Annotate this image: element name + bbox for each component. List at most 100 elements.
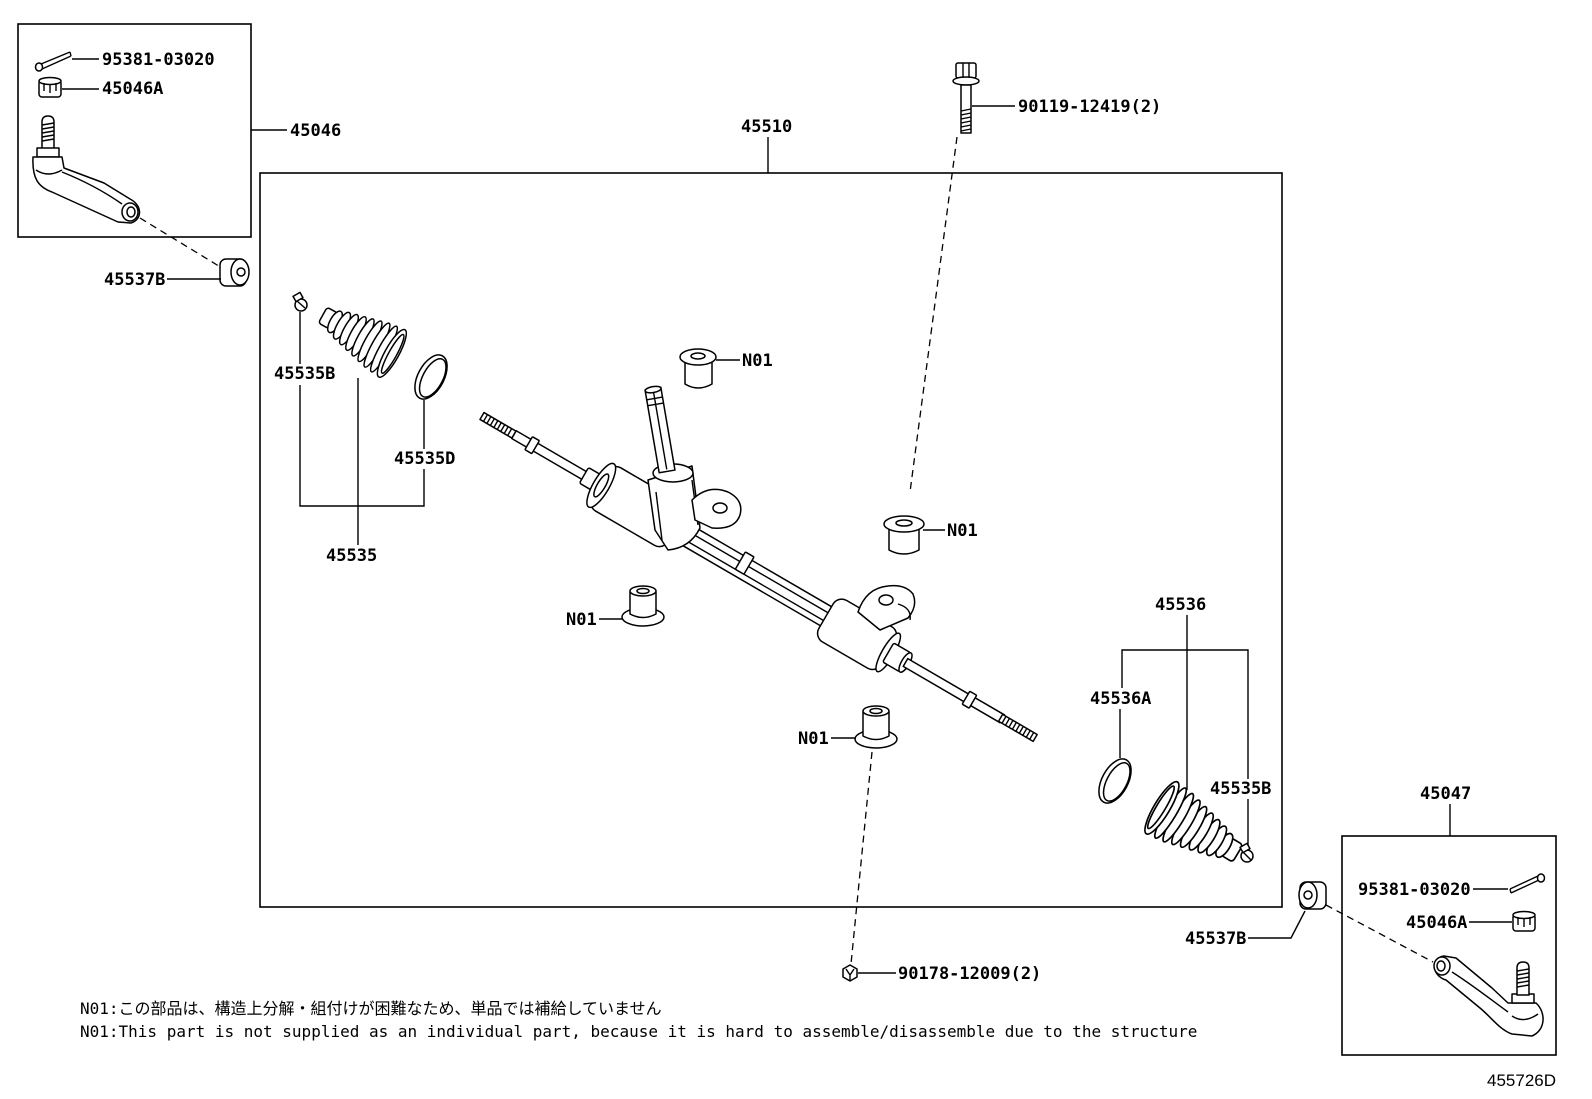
boot-ring-45536a (1098, 758, 1132, 804)
bushing-hole (690, 352, 706, 360)
clip-detail (296, 300, 306, 309)
callout-castle-nut-left: 45046A (102, 79, 163, 99)
bushing-hole (236, 267, 246, 277)
callout-boot-ring-left: 45535D (394, 449, 455, 469)
tie-rod-end-left (32, 115, 141, 224)
callout-boot-clip-left: 45535B (274, 364, 335, 384)
ball-stud-threads (41, 122, 55, 142)
tie-rod-end-arm (32, 156, 141, 224)
bushing-hole (636, 587, 650, 595)
bushing-body (629, 591, 657, 619)
castle-nut-right (1512, 910, 1536, 932)
callout-bushing-n01-bottom: N01 (798, 729, 829, 749)
tie-rod-end-left-group: 95381-03020 45046A 45046 (17, 23, 341, 269)
tie-rod-stop-left (524, 436, 540, 455)
callout-castle-nut-right: 45046A (1406, 913, 1467, 933)
bracket-leader (299, 385, 425, 507)
bolt-flange (952, 76, 980, 86)
pinion-shaft-splines (646, 392, 668, 470)
callout-boot-kit-right: 45536 (1155, 595, 1206, 615)
tie-rod-end-eye-hole (1436, 960, 1446, 972)
ring-inner (1102, 762, 1131, 802)
bushing-body (888, 527, 920, 555)
bushing-45537b-right (1298, 881, 1327, 910)
bushing-hole (1303, 890, 1313, 900)
note-english: N01:This part is not supplied as an indi… (80, 1022, 1197, 1041)
rack-bushing-n01-bottom (854, 705, 898, 749)
gear-assembly-frame (259, 172, 1283, 908)
thread-lines (482, 414, 513, 436)
callout-bushing-left: 45537B (104, 270, 165, 290)
mounting-bolt (952, 62, 980, 134)
boot-ring-45535d (414, 354, 448, 400)
cotter-pin-legs (1509, 875, 1540, 894)
rack-bushing-n01-top (679, 348, 717, 389)
bolt-head-flats (962, 63, 970, 78)
ball-stud-threads (1516, 968, 1530, 988)
tie-rod-left (510, 429, 589, 482)
castle-nut-left (38, 76, 62, 98)
steering-rack (479, 411, 1038, 743)
castle-nut-slots (43, 83, 57, 93)
pinion-shaft (644, 385, 676, 474)
mounting-nut (842, 964, 858, 982)
mount-boss-body (857, 584, 916, 631)
tie-rod-end-eye-hole (126, 206, 136, 218)
callout-mounting-nut: 90178-12009(2) (898, 964, 1041, 984)
rack-bushing-n01-right (883, 515, 925, 555)
clip-detail (1242, 851, 1252, 861)
cotter-pin-head (1536, 873, 1546, 883)
assembly-line (909, 136, 958, 493)
mount-boss-hole (878, 594, 894, 606)
rack-tube-lines (671, 523, 831, 623)
callout-cotter-pin-left: 95381-03020 (102, 50, 215, 70)
bolt-head (955, 62, 977, 79)
leader-line (1248, 910, 1306, 939)
ring-inner (418, 358, 447, 398)
boot-clip-45535b-left (292, 291, 308, 312)
tie-rod-end-right (1433, 955, 1544, 1037)
tie-rod-right (902, 657, 1006, 724)
bushing-body (862, 711, 890, 741)
bushing-45537b-left (219, 258, 250, 287)
callout-boot-ring-right: 45536A (1090, 689, 1151, 709)
castle-nut-top (1512, 910, 1536, 920)
figure-id: 455726D (1487, 1071, 1556, 1090)
clip-tab (292, 291, 304, 303)
bolt-threads (960, 108, 972, 132)
castle-nut-top (38, 76, 62, 86)
housing-mount-boss-right (857, 584, 916, 631)
callout-bushing-right: 45537B (1185, 929, 1246, 949)
housing-end-left-bore (593, 473, 610, 498)
cotter-pin-left (34, 51, 72, 72)
tie-rod-end-arm-detail (1451, 971, 1539, 1021)
thread-lines (1001, 716, 1035, 740)
bushing-body (684, 359, 713, 389)
cotter-pin-legs (40, 51, 72, 70)
callout-boot-kit-left: 45535 (326, 546, 377, 566)
assembly-line (1325, 904, 1434, 963)
bushing-hole (895, 519, 913, 527)
nut-detail (845, 968, 855, 980)
mount-boss-hole (712, 502, 728, 514)
tube-clamp (734, 551, 755, 575)
tie-rod-thread-left (479, 411, 517, 439)
pinion-housing (644, 385, 742, 551)
bushing-hole (869, 707, 883, 715)
ball-stud-collar (36, 147, 60, 158)
cotter-pin-head (34, 62, 44, 72)
clip-tab (1239, 842, 1251, 854)
callout-bushing-n01-top: N01 (742, 351, 773, 371)
callout-cotter-pin-right: 95381-03020 (1358, 880, 1471, 900)
tie-rod-end-right-frame (1341, 835, 1557, 1056)
bracket-leader (1121, 649, 1249, 779)
callout-tie-rod-end-right: 45047 (1420, 784, 1471, 804)
cotter-pin-right (1509, 873, 1546, 894)
callout-boot-clip-right: 45535B (1210, 779, 1271, 799)
tie-rod-end-right-group: 95381-03020 45046A (1341, 835, 1557, 1056)
note-japanese: N01:この部品は、構造上分解・組付けが困難なため、単品では補給していません (80, 999, 662, 1018)
assembly-line (139, 217, 223, 269)
callout-bushing-n01-right: N01 (947, 521, 978, 541)
